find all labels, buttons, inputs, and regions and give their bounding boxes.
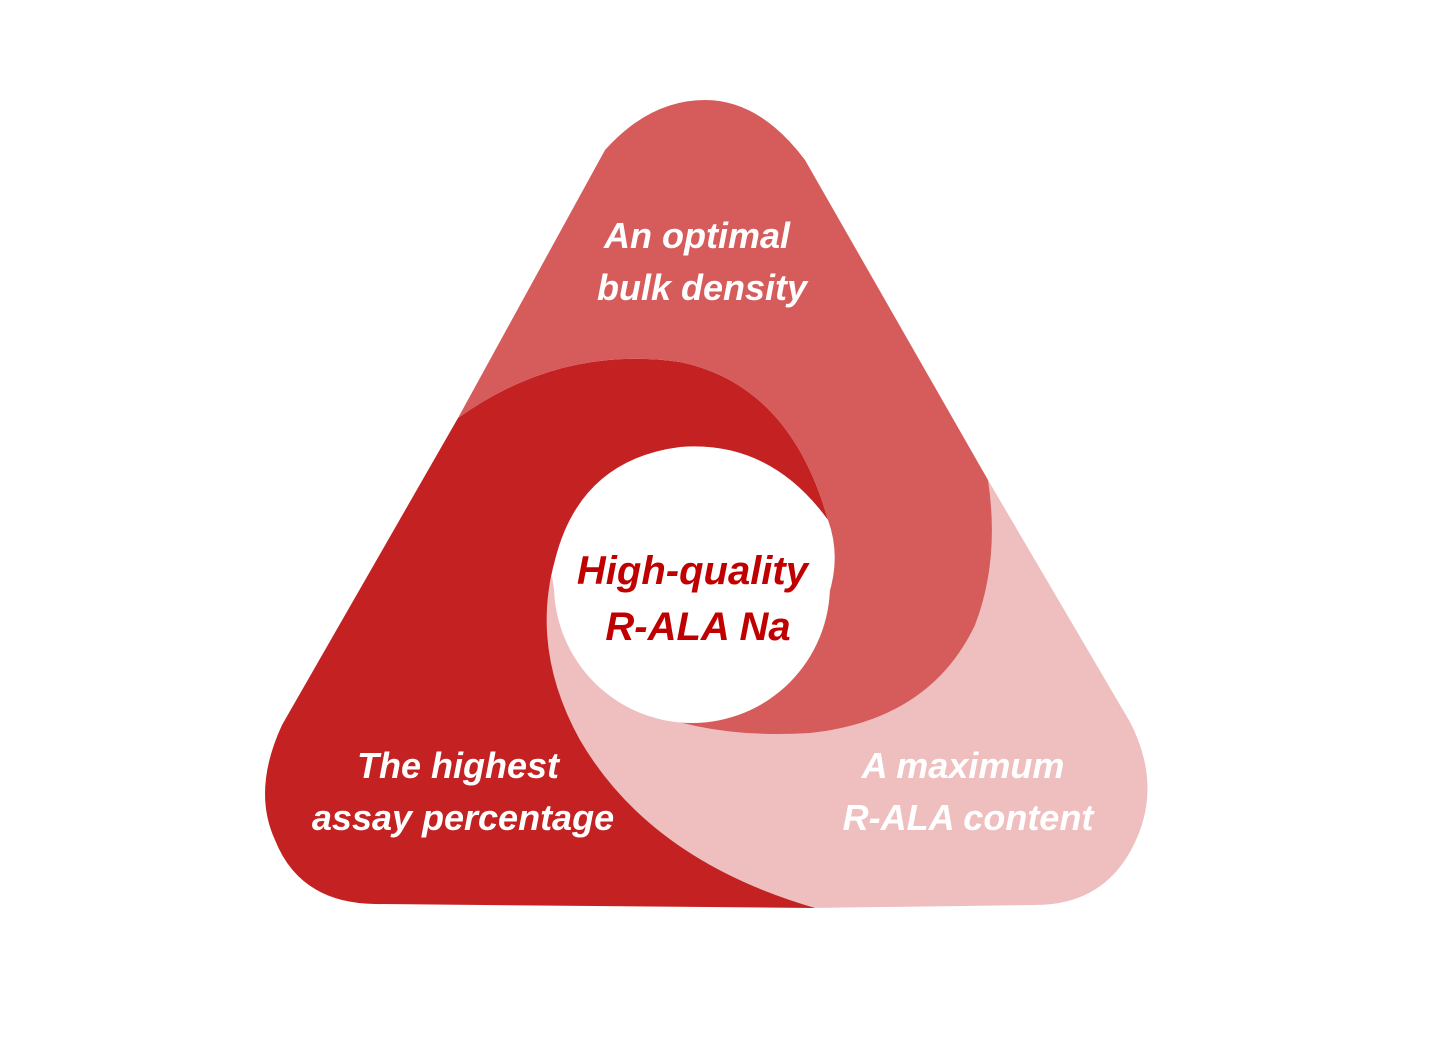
segment-right-shape [545,480,1148,908]
center-label: High-quality R-ALA Na [577,549,819,649]
segment-top-line2: bulk density [597,267,809,308]
center-line2: R-ALA Na [605,605,790,649]
segment-top-label: An optimal bulk density [597,215,809,308]
segment-right-label: A maximum R-ALA content [843,745,1096,838]
segment-top-shape [458,100,992,735]
segment-left-label: The highest assay percentage [312,745,614,838]
segment-left-shape [265,358,828,908]
segment-left-line2: assay percentage [312,797,614,838]
center-circle [554,447,830,723]
center-line1: High-quality [577,549,810,593]
segment-left-line1: The highest [357,745,561,786]
segment-right-line2: R-ALA content [843,797,1096,838]
segment-top-line1: An optimal [603,215,791,256]
segment-right-line1: A maximum [861,745,1065,786]
